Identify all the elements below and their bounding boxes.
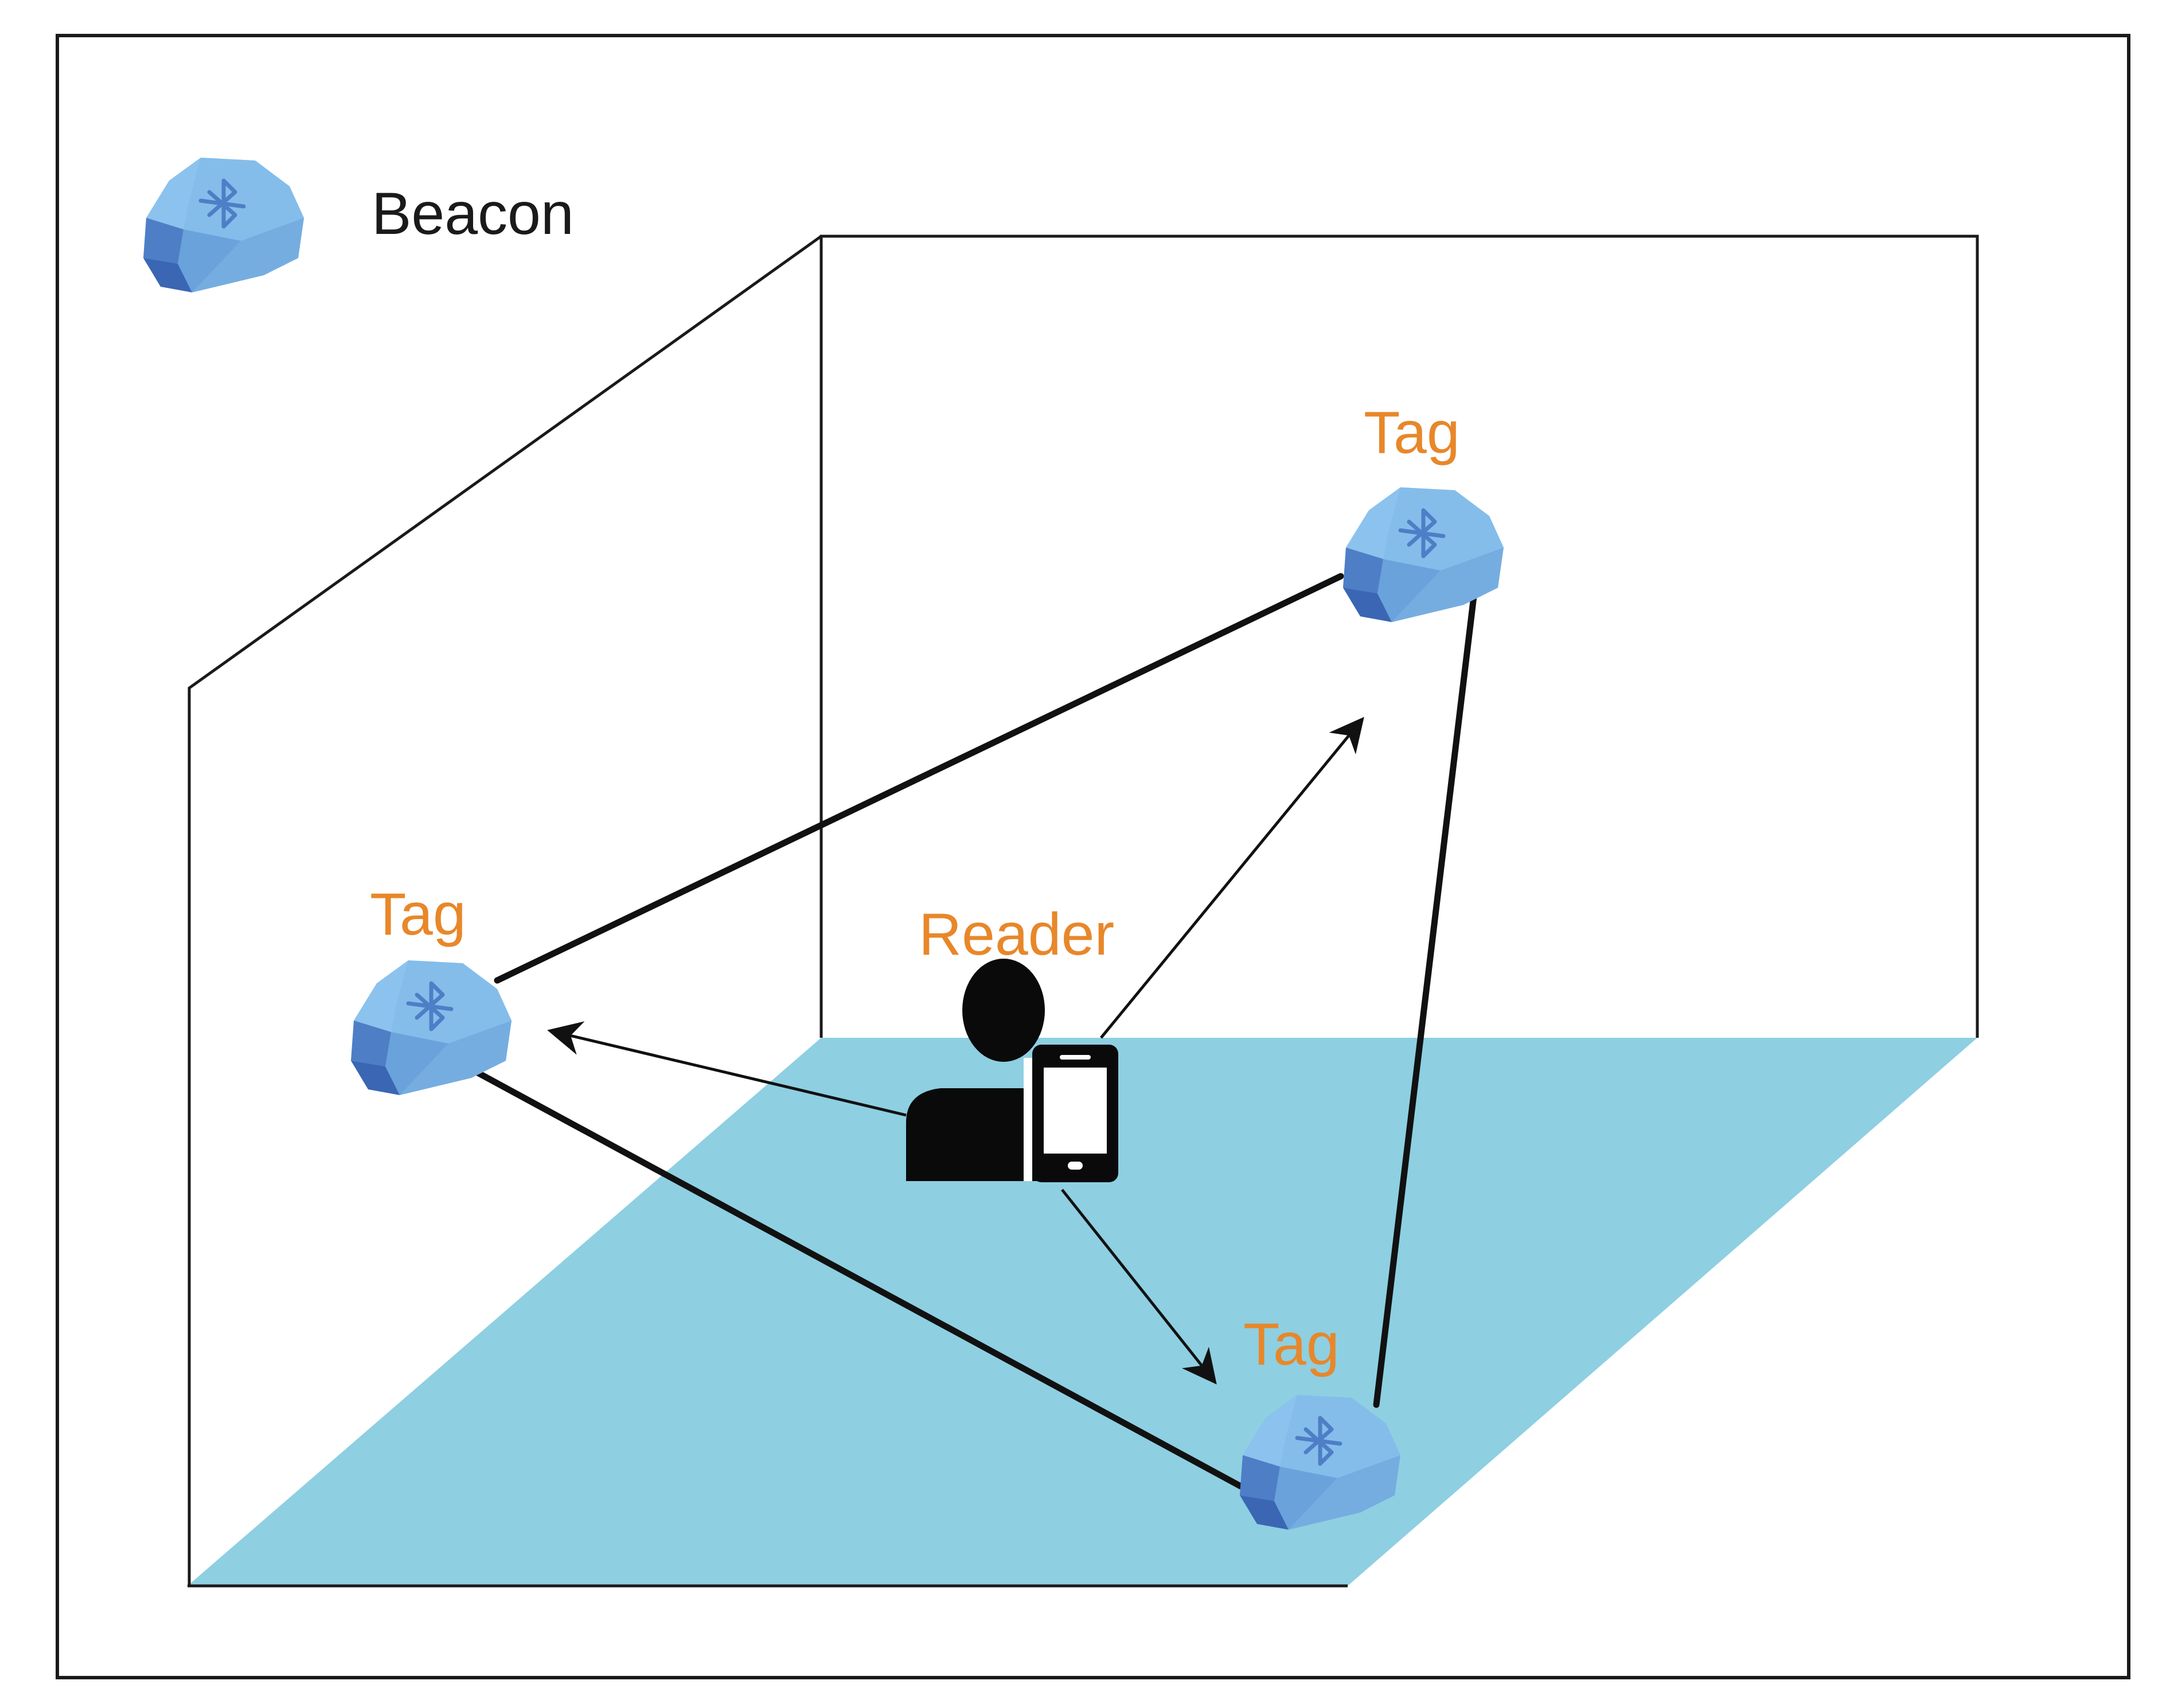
tag-bottom: Tag: [1240, 1311, 1400, 1530]
arrow-to-left-tag: [547, 1021, 907, 1117]
arrow-to-top-tag: [1100, 717, 1364, 1039]
legend-label: Beacon: [372, 181, 574, 247]
link-left-bottom: [468, 1066, 1244, 1490]
legend: Beacon: [143, 158, 574, 292]
tag-top: Tag: [1343, 400, 1504, 622]
room-wireframe: [188, 234, 1979, 1588]
link-left-top: [494, 573, 1344, 984]
reader-arrows: [547, 717, 1364, 1385]
tag-left: Tag: [351, 881, 512, 1095]
room-floor: [188, 1038, 1977, 1586]
outer-frame: [56, 34, 2130, 1679]
beacon-icon: [143, 158, 304, 292]
link-top-bottom: [1373, 593, 1477, 1408]
reader-label: Reader: [919, 901, 1114, 968]
tag-bottom-label: Tag: [1243, 1311, 1340, 1378]
beacon-icon: [1343, 487, 1504, 622]
tag-connections: [468, 573, 1477, 1490]
tag-top-label: Tag: [1364, 400, 1460, 466]
person-with-phone-icon: [906, 959, 1118, 1182]
arrow-to-bottom-tag: [1061, 1189, 1217, 1385]
reader: Reader: [906, 901, 1118, 1182]
tag-left-label: Tag: [370, 881, 466, 948]
